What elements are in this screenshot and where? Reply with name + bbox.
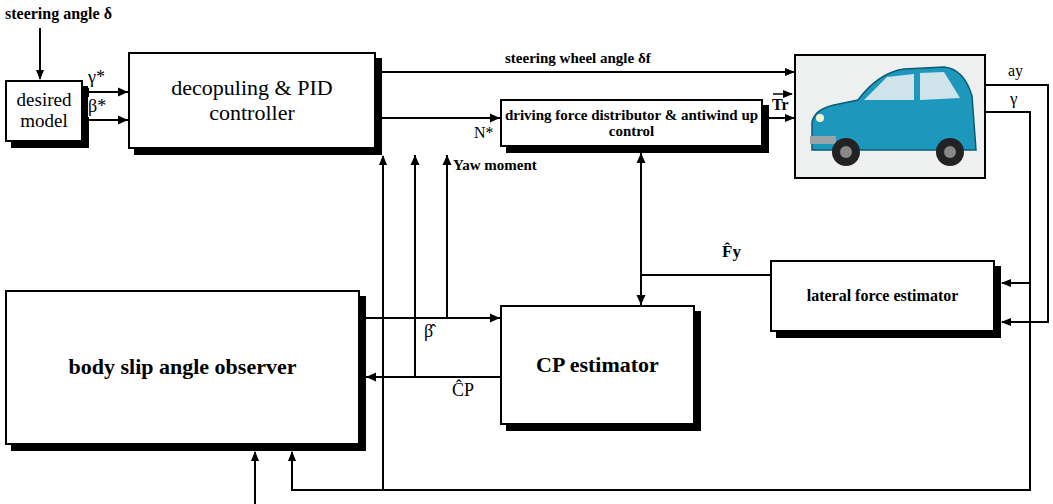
edge-label: β*: [88, 97, 106, 117]
arrow-head: [118, 88, 128, 97]
arrow-head: [637, 295, 646, 305]
node-text-group: lateral force estimator: [807, 287, 959, 305]
node-text-group: CP estimator: [536, 353, 659, 377]
signal-wire: [761, 117, 794, 119]
node-text: lateral force estimator: [807, 287, 959, 305]
edge-label: γ*: [88, 68, 105, 88]
node-text: body slip angle observer: [69, 355, 297, 379]
arrow-head: [443, 155, 452, 165]
estimator-box: CP estimator: [500, 305, 695, 425]
connector-line: [382, 117, 500, 119]
edge-label: β̂: [424, 322, 433, 342]
arrow-head: [637, 153, 646, 163]
edge-label: N*: [474, 124, 494, 142]
model-box: desired model: [5, 80, 83, 142]
input-wire: [39, 28, 41, 79]
observer-box: body slip angle observer: [5, 290, 360, 445]
output-label: ay: [1008, 62, 1023, 80]
node-text: desired model: [7, 90, 81, 132]
connector-line: [641, 153, 770, 275]
input-label: steering angle δ: [5, 5, 112, 23]
connector: [382, 114, 500, 123]
arrow-head: [411, 155, 420, 165]
signal-label: Tr: [772, 96, 789, 114]
arrow-head: [118, 116, 128, 125]
node-text: CP estimator: [536, 353, 659, 377]
distributor-box: driving force distributor & antiwind up …: [500, 99, 763, 147]
signal-wire: [374, 71, 794, 73]
arrow-head: [366, 373, 376, 382]
node-text-group: decopuling & PID controller: [130, 76, 374, 124]
connector: [411, 155, 501, 377]
branch-wire: [1002, 282, 1030, 284]
estimator-box: lateral force estimator: [770, 260, 995, 332]
connector: [83, 116, 128, 125]
input-wire: [254, 452, 256, 504]
output-label: γ: [1010, 90, 1018, 109]
controller-box: decopuling & PID controller: [128, 52, 376, 149]
connector: [83, 88, 128, 97]
connector-line: [415, 155, 500, 377]
edge-label: F̂y: [722, 243, 741, 262]
arrow-head: [490, 314, 500, 323]
car-illustration: [795, 55, 985, 178]
node-text-group: desired model: [7, 90, 81, 132]
node-text-group: body slip angle observer: [69, 355, 297, 379]
connector: [637, 275, 771, 305]
signal-label: Yaw moment: [453, 157, 537, 174]
node-text: decopuling & PID controller: [130, 76, 374, 124]
connector: [637, 153, 771, 275]
edge-label: ĈP: [452, 381, 474, 401]
arrow-head: [490, 114, 500, 123]
branch-wire: [382, 156, 384, 490]
vector-arrow: [773, 93, 792, 95]
signal-label: steering wheel angle δf: [505, 50, 651, 67]
connector: [366, 155, 452, 318]
connector-line: [366, 155, 447, 318]
node-text: driving force distributor & antiwind up …: [502, 107, 761, 140]
connector-line: [641, 275, 770, 305]
node-text-group: driving force distributor & antiwind up …: [502, 107, 761, 140]
